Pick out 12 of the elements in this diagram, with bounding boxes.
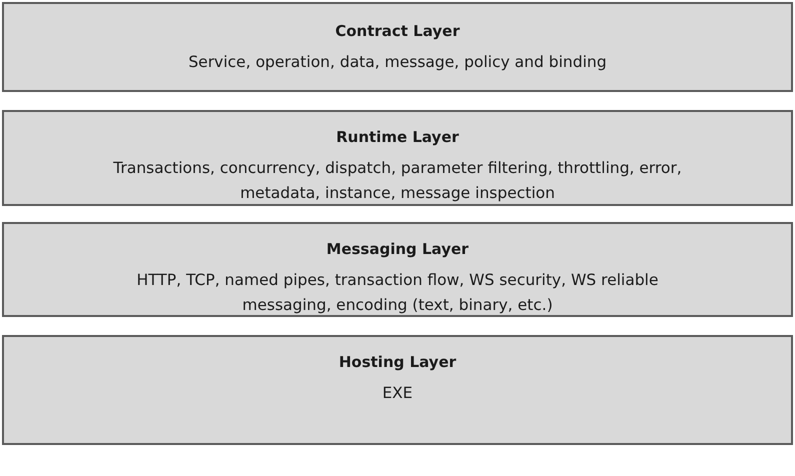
layer-box [2, 2, 793, 92]
layer-box [2, 110, 793, 206]
layer-title: Contract Layer [335, 22, 460, 40]
layer-description: HTTP, TCP, named pipes, transaction flow, WS security, WS reliable messaging, encoding (text, binary, etc.) [136, 270, 660, 316]
layer-title: Runtime Layer [336, 128, 459, 146]
layer-title: Hosting Layer [338, 353, 456, 371]
layer-box [2, 222, 793, 317]
layer-description: EXE [382, 383, 413, 404]
layer-title: Messaging Layer [326, 240, 469, 258]
layer-description: Transactions, concurrency, dispatch, parameter filtering, throttling, error, metadata, instance, message inspection [112, 158, 683, 204]
layer-box [2, 335, 793, 445]
layer-description: Service, operation, data, message, policy and binding [188, 52, 607, 73]
